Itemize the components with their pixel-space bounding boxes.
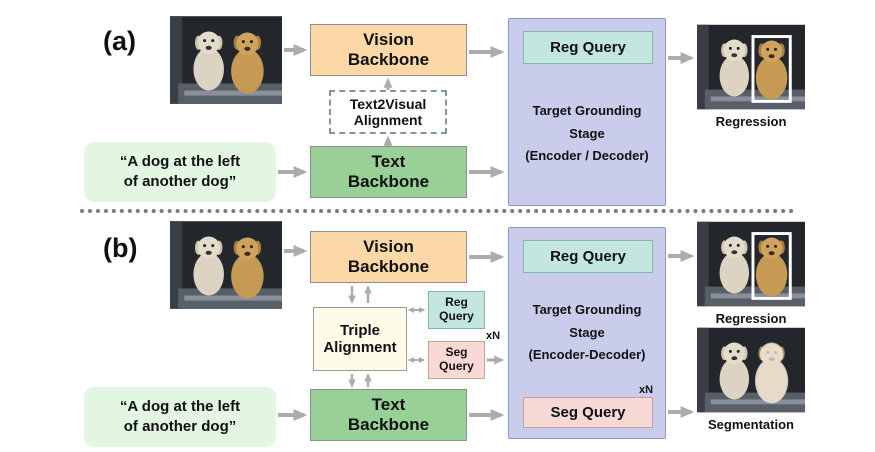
input-photo-b (170, 221, 282, 309)
stage-text-a: Target Grounding Stage (Encoder / Decode… (509, 103, 665, 164)
query-text-box-b: “A dog at the left of another dog” (84, 387, 276, 447)
query-text-box-a: “A dog at the left of another dog” (84, 142, 276, 202)
target-grounding-stage-b: Reg Query Target Grounding Stage (Encode… (508, 227, 666, 439)
output-photo-regression-a (697, 24, 805, 110)
triple-alignment-box: Triple Alignment (313, 307, 407, 371)
seg-query-b: Seg Query (523, 397, 653, 428)
output-photo-segmentation-b (697, 327, 805, 413)
bounding-box (751, 35, 792, 103)
panel-a-label: (a) (103, 26, 136, 56)
input-photo-a (170, 16, 282, 104)
reg-query-b: Reg Query (523, 240, 653, 273)
target-grounding-stage-a: Reg Query Target Grounding Stage (Encode… (508, 18, 666, 206)
stage-line: (Encoder-Decoder) (528, 347, 646, 363)
stage-line: Target Grounding (532, 103, 642, 118)
text-backbone-b: Text Backbone (310, 389, 467, 441)
text-backbone-a: Text Backbone (310, 146, 467, 198)
stage-line: Stage (569, 125, 605, 141)
panel-b-label: (b) (103, 233, 138, 263)
stage-line: (Encoder / Decoder) (525, 148, 649, 164)
segmentation-mask (754, 342, 789, 404)
reg-query-a: Reg Query (523, 31, 653, 64)
stage-line: Target Grounding (532, 302, 642, 317)
vision-backbone-a: Vision Backbone (310, 24, 467, 76)
xn-label-mid: xN (486, 330, 501, 342)
xn-label-stage: xN (639, 384, 654, 396)
stage-text-b: Target Grounding Stage (Encoder-Decoder) (509, 302, 665, 363)
text2visual-alignment-box: Text2Visual Alignment (329, 90, 447, 134)
output-photo-regression-b (697, 221, 805, 307)
reg-query-small-b: Reg Query (428, 291, 485, 329)
bounding-box (751, 232, 792, 300)
panel-separator (80, 209, 794, 213)
vision-backbone-b: Vision Backbone (310, 231, 467, 283)
regression-label-b: Regression (715, 311, 787, 326)
stage-line: Stage (569, 324, 605, 340)
seg-query-small-b: Seg Query (428, 341, 485, 379)
regression-label-a: Regression (715, 114, 787, 129)
segmentation-label-b: Segmentation (708, 417, 794, 432)
